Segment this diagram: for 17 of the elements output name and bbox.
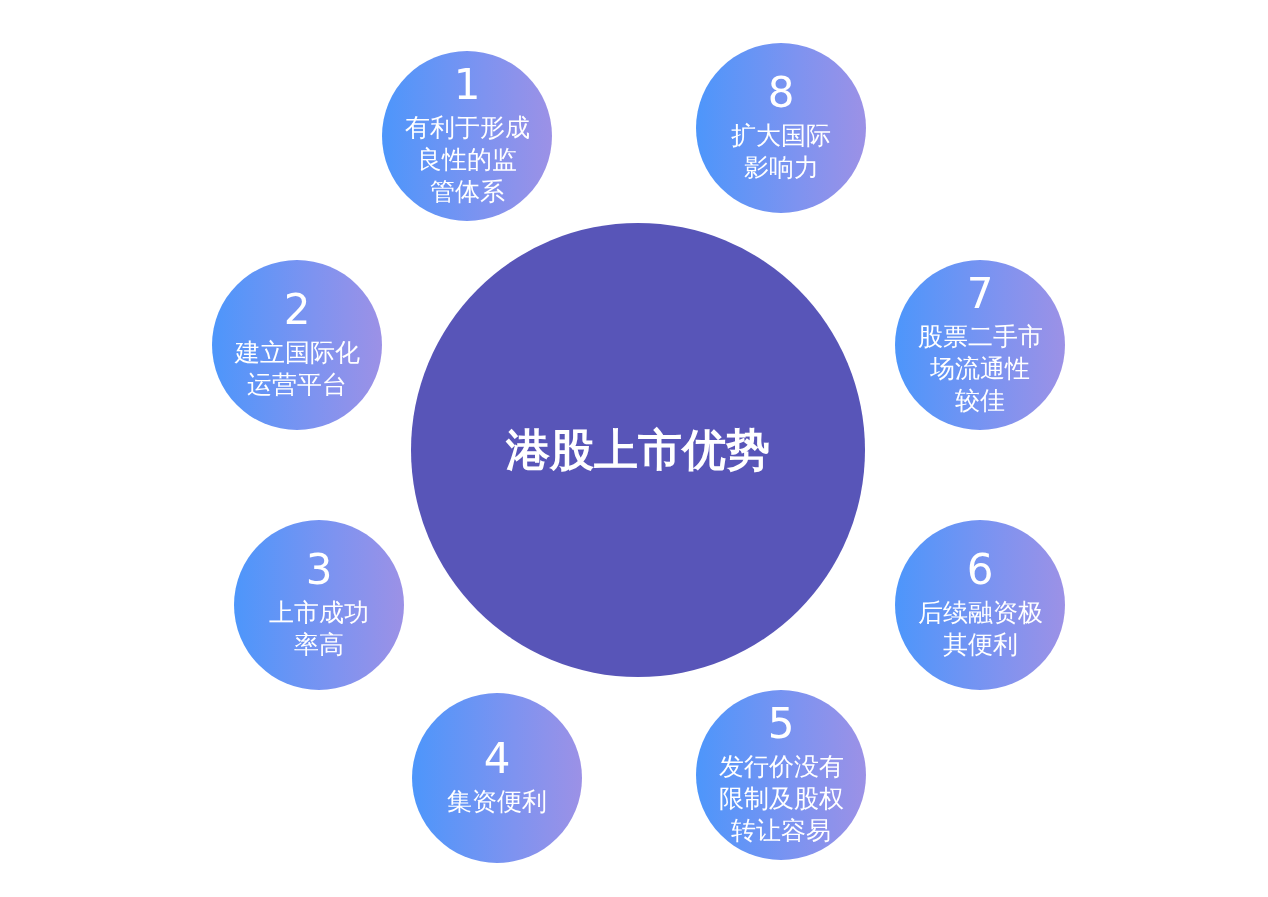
circle-label: 建立国际化运营平台 bbox=[234, 337, 360, 401]
circle-label: 股票二手市场流通性较佳 bbox=[917, 321, 1043, 417]
center-title: 港股上市优势 bbox=[506, 423, 770, 477]
circle-number: 1 bbox=[453, 64, 481, 106]
circle-label: 后续融资极其便利 bbox=[917, 597, 1043, 661]
circle-label: 发行价没有限制及股权转让容易 bbox=[718, 751, 844, 847]
circle-label: 集资便利 bbox=[447, 786, 547, 818]
circle-number: 4 bbox=[483, 738, 511, 780]
circle-number: 8 bbox=[767, 72, 795, 114]
circle-number: 5 bbox=[767, 703, 795, 745]
circle-label: 有利于形成良性的监管体系 bbox=[404, 112, 530, 208]
circle-label: 扩大国际影响力 bbox=[731, 120, 831, 184]
circle-label: 上市成功率高 bbox=[269, 597, 369, 661]
circle-number: 2 bbox=[283, 289, 311, 331]
circle-number: 3 bbox=[305, 549, 333, 591]
circle-number: 7 bbox=[966, 273, 994, 315]
circle-number: 6 bbox=[966, 549, 994, 591]
